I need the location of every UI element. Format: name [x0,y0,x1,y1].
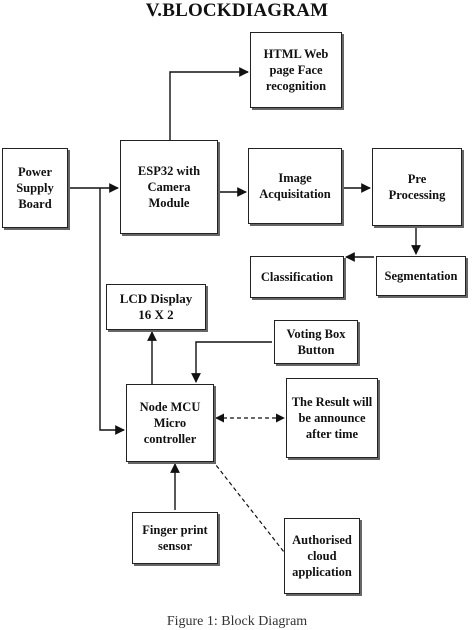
link-nodemcu-cloud-dashed [211,459,285,553]
esp32-camera-module-block: ESP32 with Camera Module [120,140,218,234]
classification-block: Classification [250,256,344,298]
fingerprint-sensor-block: Finger print sensor [132,512,218,564]
lcd-display-block: LCD Display 16 X 2 [106,284,206,330]
segmentation-block: Segmentation [376,256,466,296]
html-web-page-face-recognition-block: HTML Web page Face recognition [250,32,342,108]
result-announce-block: The Result will be announce after time [286,378,378,458]
power-supply-board-block: Power Supply Board [2,148,68,228]
image-acquisition-block: Image Acquisitation [248,148,342,224]
authorised-cloud-application-block: Authorised cloud application [284,518,360,594]
figure-caption: Figure 1: Block Diagram [166,614,308,629]
pre-processing-block: Pre Processing [372,148,462,226]
arrow-voting-to-nodemcu [191,341,272,383]
arrow-esp32-to-html [169,67,249,140]
node-mcu-microcontroller-block: Node MCU Micro controller [126,384,214,462]
arrow-power-to-nodemcu [99,188,125,435]
voting-box-button-block: Voting Box Button [274,320,358,364]
diagram-title: V.BLOCKDIAGRAM [145,0,329,21]
